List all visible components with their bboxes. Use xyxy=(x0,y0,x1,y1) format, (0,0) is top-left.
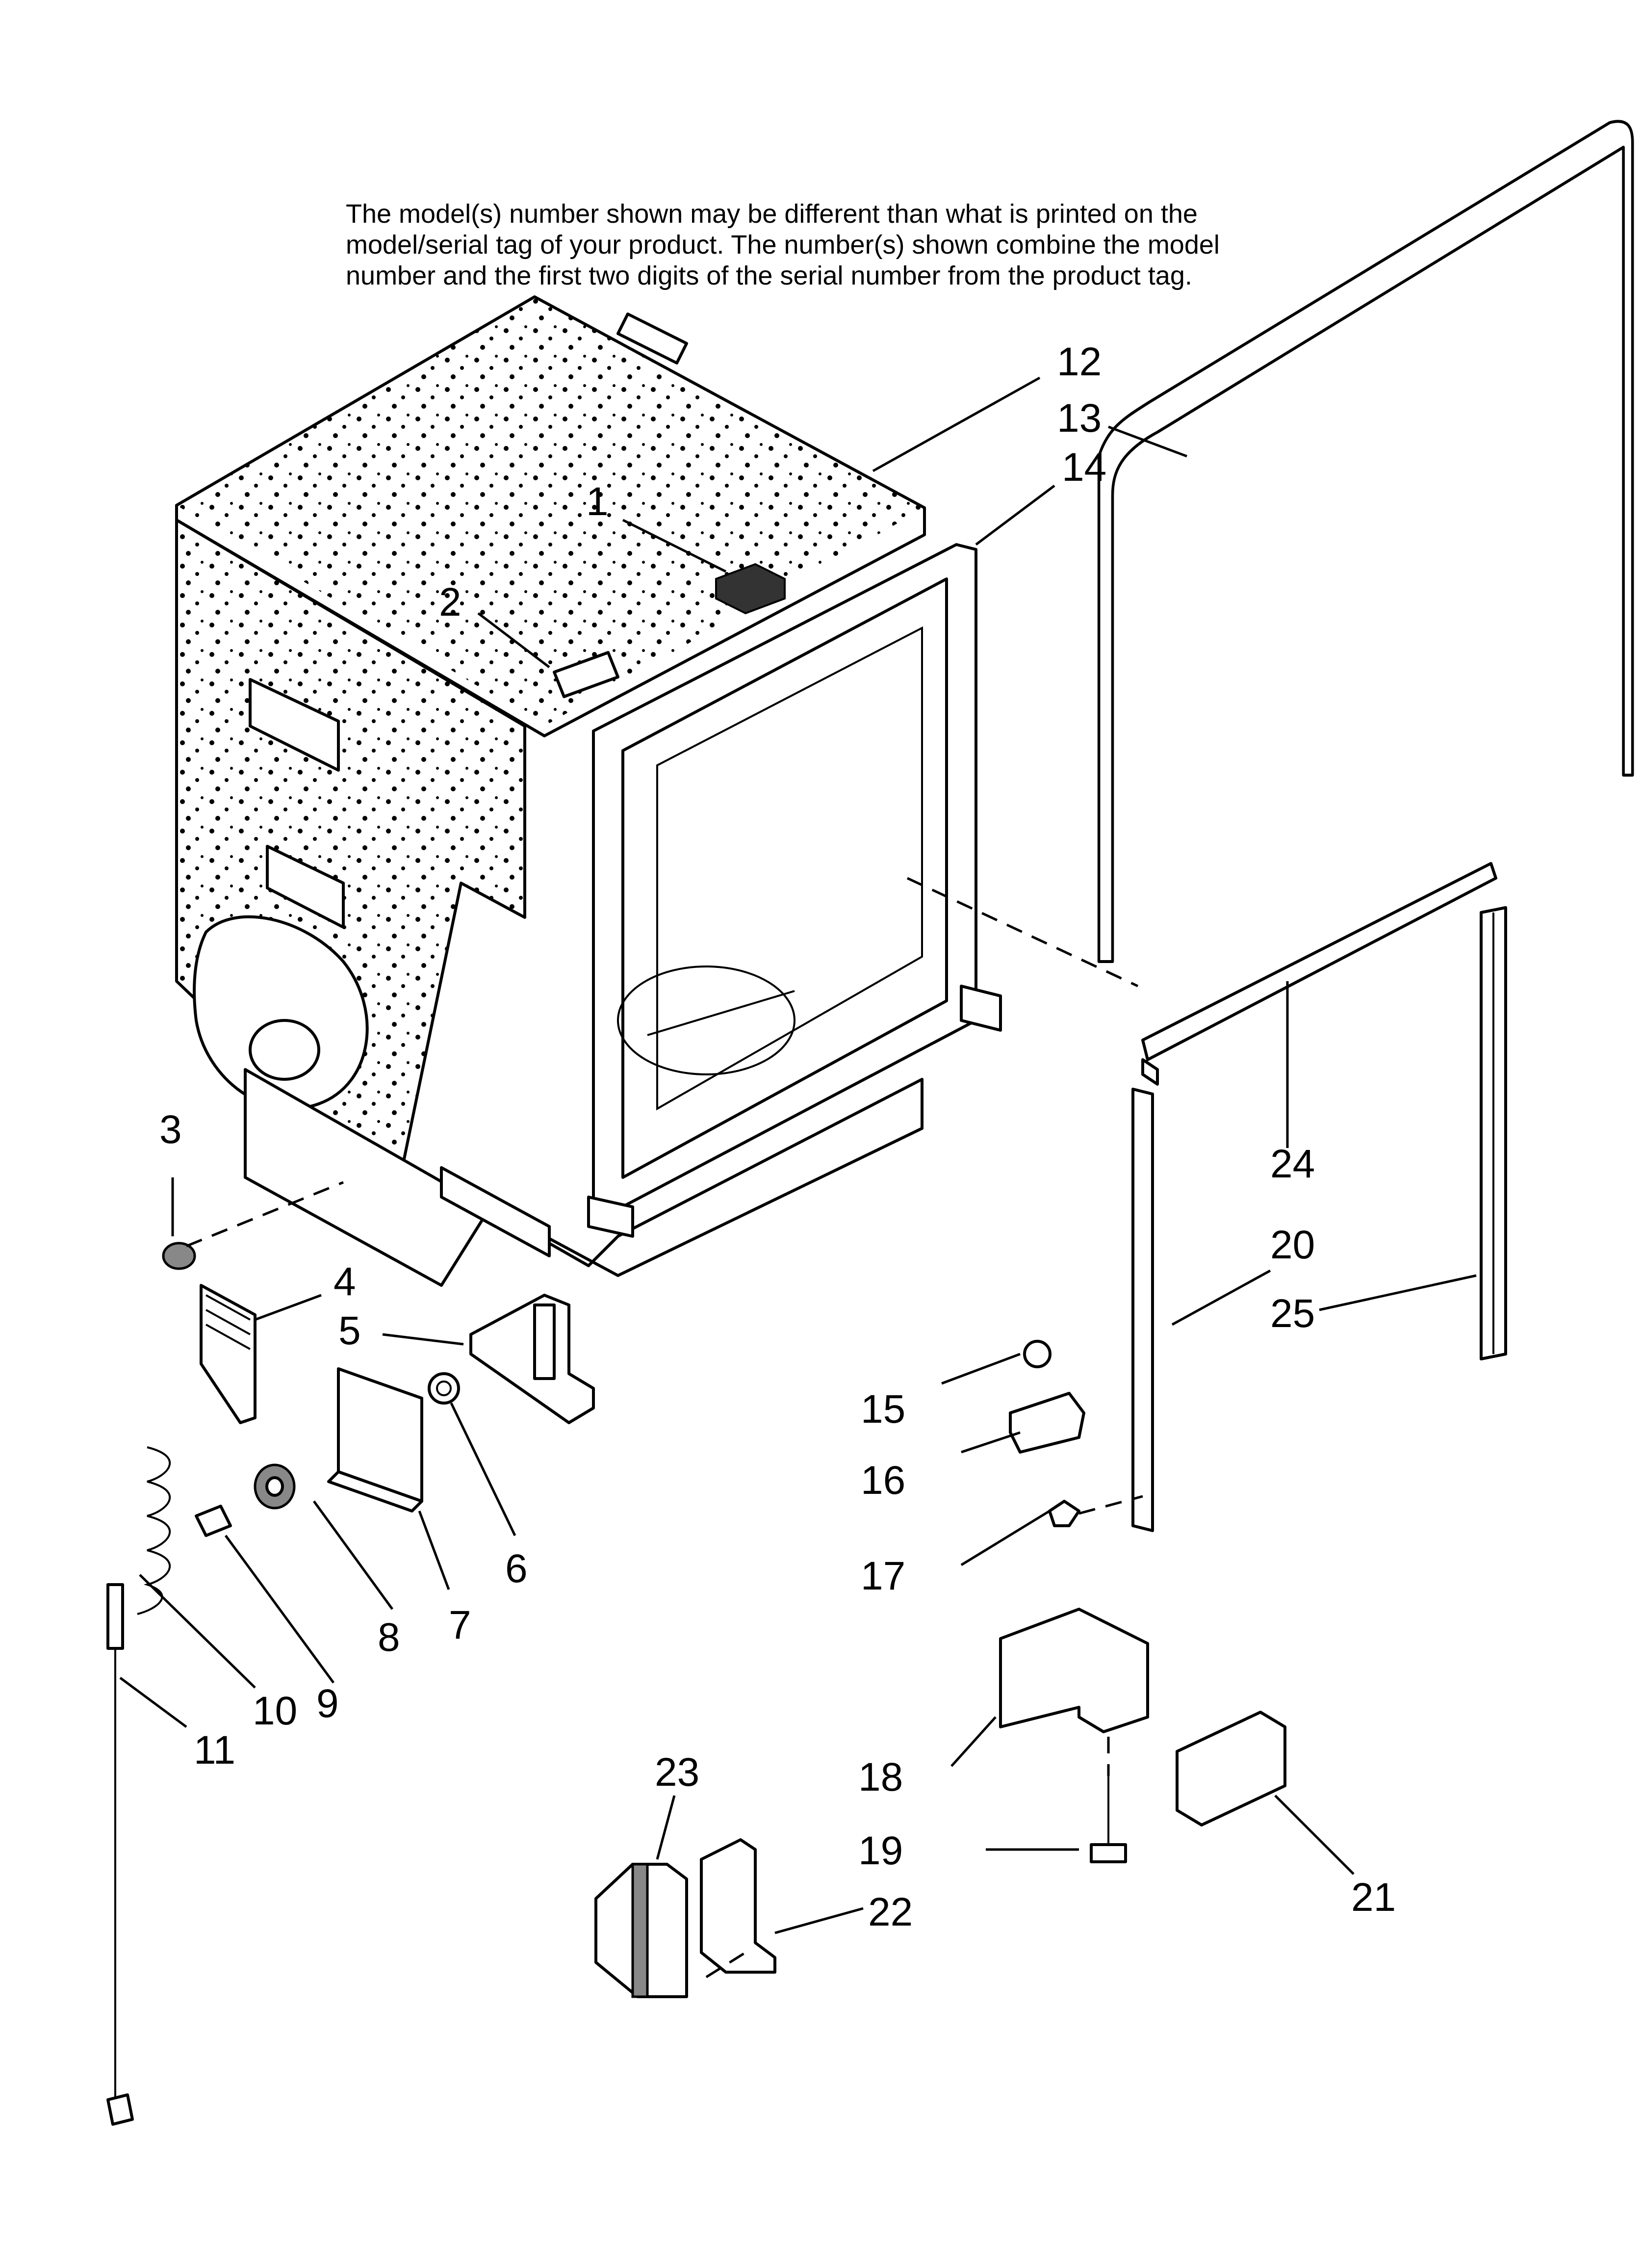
part-13-gasket xyxy=(1097,120,1634,963)
callout-3: 3 xyxy=(159,1107,182,1152)
note-line-1: The model(s) number shown may be differe… xyxy=(346,199,1198,229)
tub-inner-wall xyxy=(656,626,923,1111)
callout-14: 14 xyxy=(1062,445,1106,490)
callout-12: 12 xyxy=(1057,339,1102,384)
tub-front-foot-right xyxy=(960,985,1002,1032)
model-number-note: The model(s) number shown may be differe… xyxy=(346,199,1327,291)
callout-labels: 1 2 3 4 5 6 7 8 9 10 11 12 13 14 15 16 1… xyxy=(159,339,1396,1934)
alignment-line-screw xyxy=(1078,1495,1143,1515)
callout-1: 1 xyxy=(586,479,609,524)
callout-11: 11 xyxy=(194,1728,235,1773)
tub-sump-line xyxy=(647,990,795,1036)
callout-7: 7 xyxy=(449,1603,471,1647)
tub-sump xyxy=(617,965,795,1075)
callout-20: 20 xyxy=(1270,1223,1315,1267)
insulation-cutout-lower xyxy=(266,845,345,929)
callout-17: 17 xyxy=(861,1554,905,1598)
alignment-line-bracket xyxy=(705,1951,746,1979)
part-15-grommet xyxy=(1023,1340,1052,1368)
callout-19: 19 xyxy=(858,1828,903,1873)
callout-10: 10 xyxy=(253,1689,297,1733)
callout-24: 24 xyxy=(1270,1142,1315,1186)
tub-opening xyxy=(621,577,948,1179)
tub-base-bracket xyxy=(440,1166,551,1257)
part-9-pin xyxy=(195,1505,232,1537)
part-19-leveling-leg xyxy=(1090,1776,1127,1863)
part-24-top-strip xyxy=(1141,862,1497,1086)
tub-top-slot xyxy=(616,313,688,365)
part-17-screw xyxy=(1048,1500,1080,1527)
part-23-side-panel xyxy=(594,1863,688,1998)
callout-25: 25 xyxy=(1270,1291,1315,1336)
part-11-cable xyxy=(106,1583,134,2126)
callout-9: 9 xyxy=(316,1681,339,1726)
tub-front-foot-left xyxy=(587,1196,634,1238)
callout-23: 23 xyxy=(655,1750,699,1795)
part-22-bracket xyxy=(700,1838,776,1974)
callout-5: 5 xyxy=(338,1308,361,1353)
callout-18: 18 xyxy=(858,1755,903,1799)
callout-6: 6 xyxy=(505,1546,528,1591)
callout-13: 13 xyxy=(1057,396,1102,441)
insulation-port xyxy=(249,1019,320,1081)
callout-2: 2 xyxy=(439,580,462,625)
alignment-line-plug xyxy=(186,1181,344,1248)
leader-lines xyxy=(119,376,1477,1934)
callout-16: 16 xyxy=(861,1458,905,1503)
callout-15: 15 xyxy=(861,1387,905,1432)
part-25-side-strip xyxy=(1480,906,1507,1360)
part-5-hinge-bracket xyxy=(469,1294,595,1424)
callout-8: 8 xyxy=(378,1615,400,1660)
callout-21: 21 xyxy=(1351,1875,1396,1920)
part-4-bracket xyxy=(200,1284,257,1424)
part-8-pulley xyxy=(254,1463,296,1510)
callout-4: 4 xyxy=(334,1259,356,1304)
part-16-clip xyxy=(1009,1392,1085,1454)
insulation-top-texture xyxy=(177,297,924,726)
tub-base xyxy=(244,1068,924,1287)
insulation-cutout-upper xyxy=(249,678,340,772)
part-1-strike xyxy=(715,563,786,615)
part-3-plug xyxy=(162,1242,196,1270)
note-line-3: number and the first two digits of the s… xyxy=(346,261,1192,290)
insulation-blob-cutout xyxy=(193,915,369,1110)
part-6-nut xyxy=(428,1372,460,1405)
part-20-side-strip xyxy=(1131,1088,1154,1532)
part-21-cover xyxy=(1176,1711,1286,1826)
dishwasher-tub-assembly xyxy=(175,295,1002,1287)
callout-22: 22 xyxy=(868,1890,913,1934)
part-7-plate xyxy=(327,1367,423,1512)
part-18-bracket xyxy=(999,1608,1149,1733)
alignment-line-tub-strip xyxy=(906,877,1139,988)
part-2-vent xyxy=(553,651,619,698)
note-line-2: model/serial tag of your product. The nu… xyxy=(346,230,1220,260)
